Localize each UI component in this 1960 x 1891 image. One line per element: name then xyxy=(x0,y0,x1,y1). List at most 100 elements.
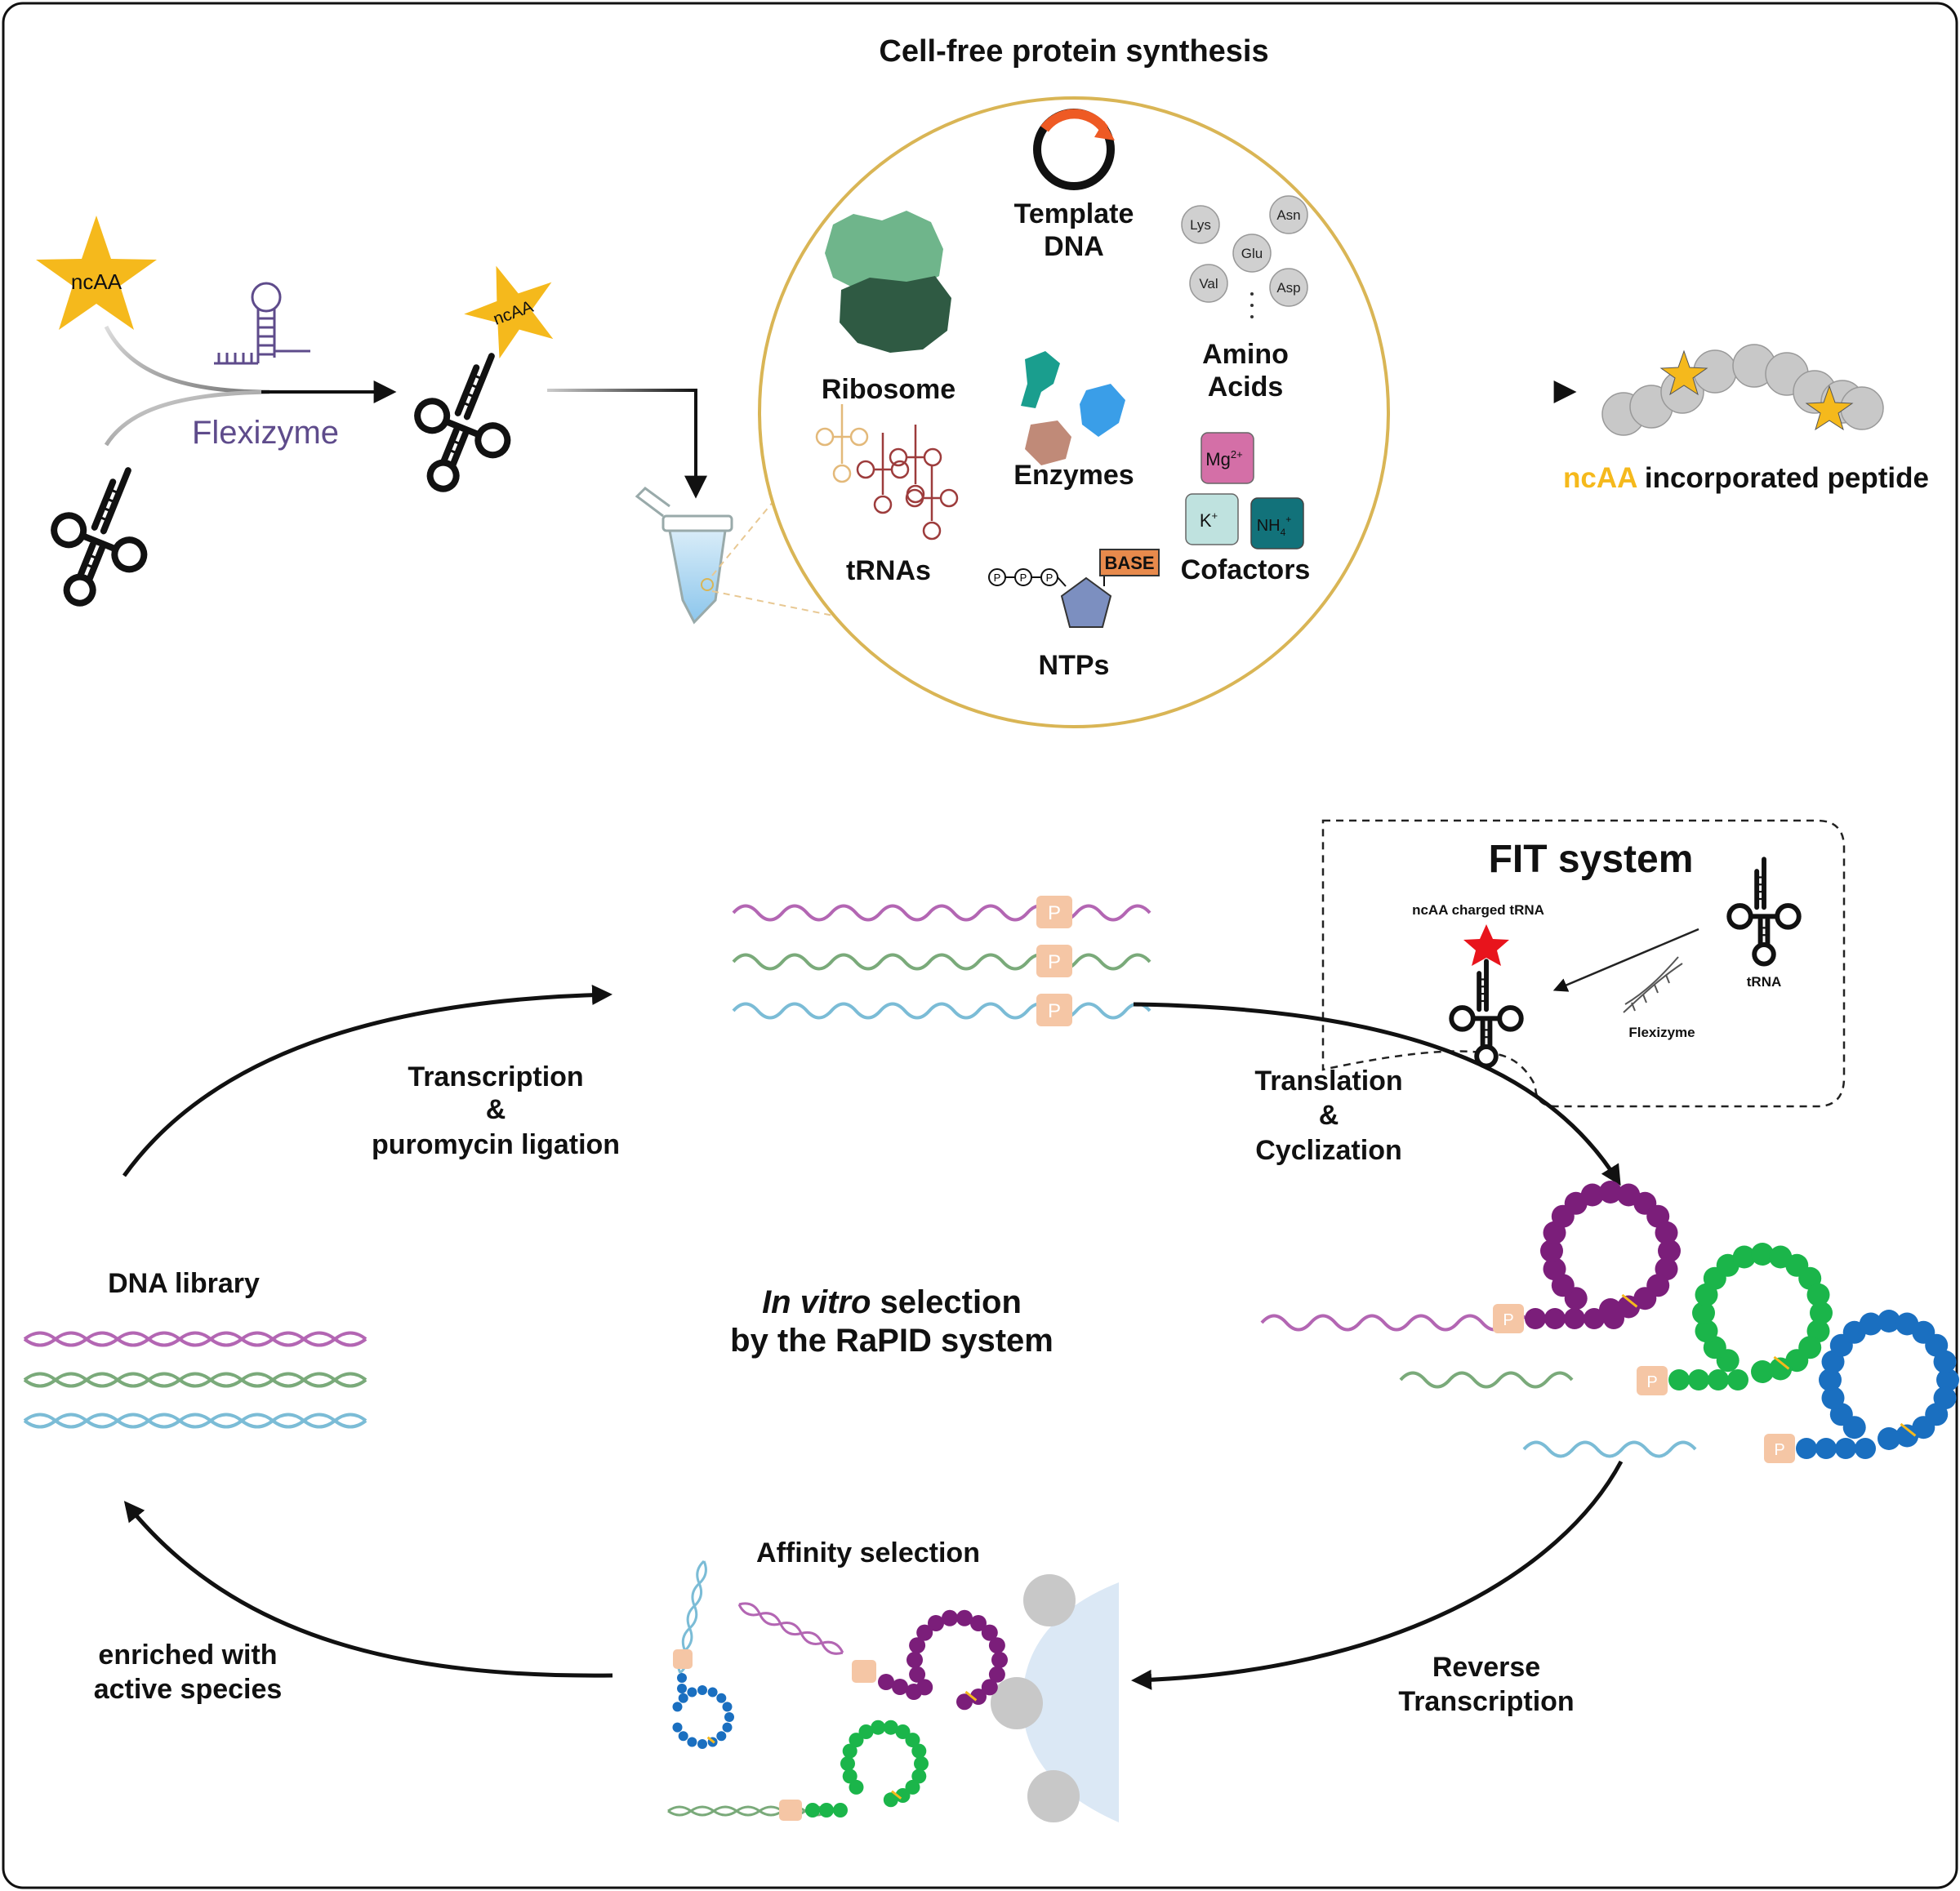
peptide-bead xyxy=(1692,1301,1715,1324)
ncaa-star: ncAA xyxy=(36,216,157,330)
flexizyme-hairpin-icon xyxy=(214,282,310,365)
enzymes-label: Enzymes xyxy=(1013,460,1134,491)
fit-arrow xyxy=(1552,928,1699,992)
trnas-icon xyxy=(815,404,959,541)
peptide-bead xyxy=(909,1637,926,1654)
peptide-bead xyxy=(1878,1310,1900,1333)
translation-label-3: Cyclization xyxy=(1255,1135,1401,1166)
template-dna-label-1: Template xyxy=(1014,198,1134,229)
peptide-bead xyxy=(991,1652,1008,1668)
cyclization-bond xyxy=(1621,1293,1638,1308)
product-label: ncAA incorporated peptide xyxy=(1563,462,1929,494)
merge-line-upper xyxy=(104,325,270,394)
peptide-bead xyxy=(1658,1239,1681,1262)
peptide-bead xyxy=(672,1722,683,1733)
peptide-star-2 xyxy=(1805,385,1854,431)
top-title: Cell-free protein synthesis xyxy=(879,34,1268,69)
mg-ion-label: Mg2+ xyxy=(1205,448,1242,469)
amino-acid-asp: Asp xyxy=(1276,280,1300,296)
peptide-bead xyxy=(905,1779,920,1795)
peptide-bead xyxy=(697,1685,707,1695)
nh4-ion-label: NH4+ xyxy=(1257,514,1292,538)
fit-red-star-icon xyxy=(1463,924,1509,966)
ntp-phosphate-2: P xyxy=(1020,572,1027,584)
peptide-bead xyxy=(716,1693,727,1703)
mg-ion-icon: Mg2+ xyxy=(1200,432,1254,484)
peptide-bead xyxy=(1769,1357,1793,1381)
ntp-phosphate-3: P xyxy=(1046,572,1054,584)
peptide-bead xyxy=(697,1739,707,1749)
peptide-bead xyxy=(905,1733,920,1748)
peptide-bead xyxy=(909,1666,926,1683)
bound-fusion-purple xyxy=(737,1602,1008,1711)
peptide-bead xyxy=(724,1712,734,1722)
fusion-puromycin-2: P xyxy=(1646,1373,1657,1391)
center-label-2: by the RaPID system xyxy=(730,1323,1054,1359)
mrna-puromycin-group: P P P xyxy=(732,896,1152,1026)
peptide-bead xyxy=(1655,1221,1678,1244)
reaction-tube-icon xyxy=(635,487,733,625)
peptide-bead xyxy=(707,1687,718,1697)
peptide-bead xyxy=(883,1792,898,1808)
mrna-wave-blue xyxy=(732,1002,1152,1020)
center-label-1: In vitro selection xyxy=(762,1284,1022,1320)
peptide-bead xyxy=(988,1637,1005,1654)
ntp-base-label: BASE xyxy=(1104,553,1154,573)
peptide-bead xyxy=(1933,1350,1957,1373)
peptide-bead xyxy=(849,1779,864,1795)
amino-acid-asp-icon: Asp xyxy=(1269,268,1308,307)
peptide-bead xyxy=(687,1737,697,1747)
amino-acid-val: Val xyxy=(1199,276,1218,291)
fusion-blue: P xyxy=(1522,1310,1959,1463)
ncaa-star-label: ncAA xyxy=(71,269,122,294)
cyclization-bond xyxy=(1773,1355,1790,1370)
free-fusion-blue xyxy=(672,1560,734,1749)
ncaa-peptide-icon xyxy=(1601,344,1884,436)
peptide-bead xyxy=(942,1609,958,1626)
peptide-bead xyxy=(981,1679,998,1696)
cyclization-bond xyxy=(891,1790,902,1800)
bound-fusion-green xyxy=(667,1720,929,1821)
fit-title: FIT system xyxy=(1489,838,1694,881)
peptide-bead xyxy=(970,1689,987,1705)
amino-acid-glu: Glu xyxy=(1241,246,1263,261)
flexizyme-label: Flexizyme xyxy=(192,415,339,451)
peptide-bead xyxy=(956,1693,973,1711)
peptide-bead xyxy=(883,1720,898,1735)
template-dna-label-2: DNA xyxy=(1044,231,1104,262)
transcription-label-2: & xyxy=(486,1094,506,1125)
ntp-icon: P P P BASE xyxy=(988,549,1160,628)
peptide-bead xyxy=(895,1788,911,1803)
peptide-star-1 xyxy=(1659,349,1708,396)
peptide-bead xyxy=(1732,1245,1756,1269)
peptide-bead xyxy=(1859,1312,1882,1336)
peptide-bead xyxy=(1695,1319,1718,1343)
ribosome-label: Ribosome xyxy=(822,374,956,405)
peptide-bead xyxy=(1819,1368,1842,1391)
peptide-bead xyxy=(722,1702,733,1712)
peptide-bead xyxy=(916,1679,933,1696)
reverse-label-2: Transcription xyxy=(1398,1686,1574,1717)
peptide-bead xyxy=(1543,1257,1566,1281)
fit-flexizyme-label: Flexizyme xyxy=(1628,1025,1695,1040)
cyclization-bond xyxy=(964,1690,978,1702)
amino-acid-val-icon: Val xyxy=(1189,264,1228,303)
peptide-bead xyxy=(981,1624,998,1641)
peptide-bead xyxy=(1810,1301,1833,1324)
peptide-bead xyxy=(1751,1360,1774,1383)
trnas-label: tRNAs xyxy=(846,555,931,586)
dna-library-icon xyxy=(23,1331,368,1429)
target-protein-icons xyxy=(991,1574,1080,1822)
mrna-wave-purple xyxy=(732,904,1152,922)
peptide-bead xyxy=(1878,1427,1900,1450)
peptide-bead xyxy=(988,1666,1005,1683)
peptide-bead xyxy=(911,1769,927,1784)
peptide-bead xyxy=(840,1756,855,1771)
peptide-bead xyxy=(849,1733,864,1748)
ribosome-icon xyxy=(825,211,951,353)
amino-acid-asn: Asn xyxy=(1276,207,1300,223)
cyclization-bond xyxy=(1900,1422,1917,1437)
cofactors-label: Cofactors xyxy=(1181,554,1311,585)
peptide-bead xyxy=(1821,1386,1845,1410)
